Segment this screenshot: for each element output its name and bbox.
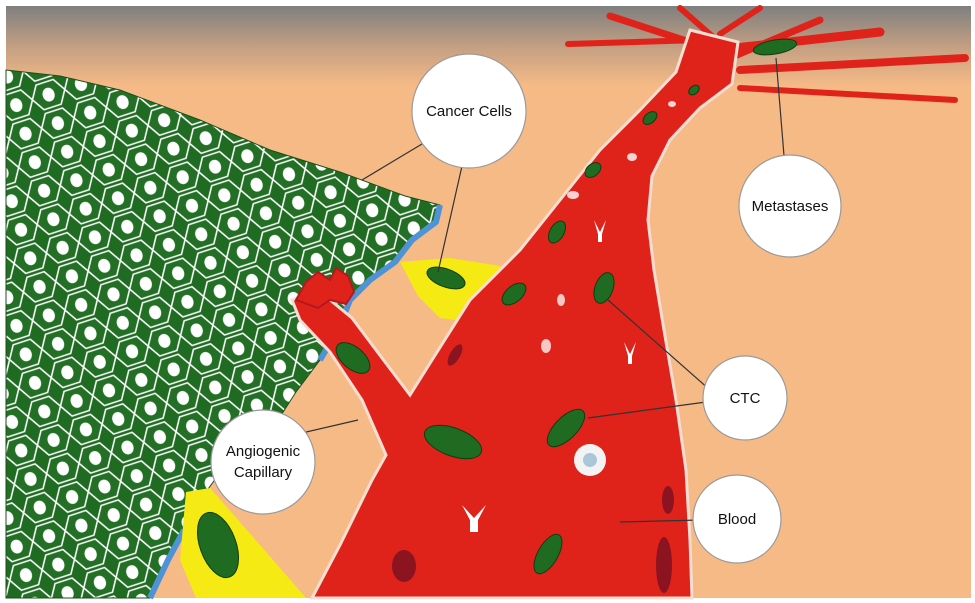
- label-cancer-cells: Cancer Cells: [412, 54, 526, 168]
- label-text-blood: Blood: [718, 511, 756, 528]
- label-text-ctc: CTC: [730, 390, 761, 407]
- label-blood: Blood: [693, 475, 781, 563]
- label-text-cancer-cells: Cancer Cells: [426, 103, 512, 120]
- label-angiogenic-capillary: Angiogenic Capillary: [211, 410, 315, 514]
- label-metastases: Metastases: [739, 155, 841, 257]
- label-ctc: CTC: [703, 356, 787, 440]
- label-text-metastases: Metastases: [752, 198, 829, 215]
- label-text-angiogenic: Angiogenic: [226, 443, 301, 460]
- label-text-capillary: Capillary: [234, 464, 293, 481]
